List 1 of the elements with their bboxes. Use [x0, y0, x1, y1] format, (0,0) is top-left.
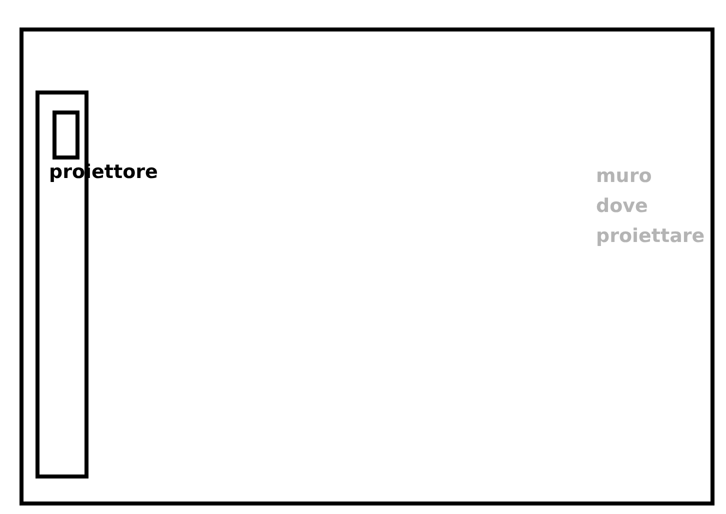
wall-label: muro dove proiettare	[596, 164, 706, 249]
